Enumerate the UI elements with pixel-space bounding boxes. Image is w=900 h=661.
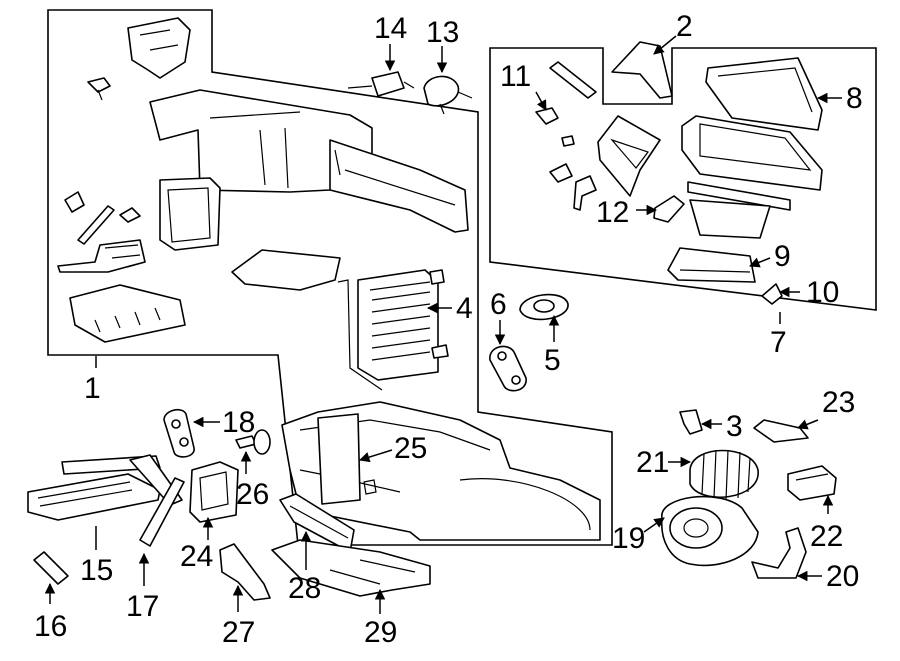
bracket-part [127, 17, 191, 79]
leader-11 [535, 91, 547, 111]
bracket-part-23 [753, 419, 809, 443]
callout-15: 15 [80, 554, 113, 587]
seal-part-18 [163, 408, 195, 458]
callout-12: 12 [596, 196, 629, 229]
leader-9 [749, 257, 771, 268]
motor-part-13 [423, 75, 473, 115]
leader-19 [643, 517, 665, 533]
leader-25 [358, 449, 393, 463]
callout-26: 26 [236, 478, 269, 511]
callout-11: 11 [500, 60, 531, 93]
filter-frame-part [159, 177, 221, 251]
callout-22: 22 [810, 520, 843, 553]
resistor-part-22 [787, 465, 837, 501]
module-part-24 [189, 461, 239, 523]
callout-25: 25 [394, 432, 427, 465]
blower-wheel-part-21 [689, 449, 759, 501]
callout-14: 14 [374, 12, 407, 45]
vacuum-actuator-part-14 [347, 71, 415, 97]
callout-13: 13 [426, 16, 459, 49]
callout-28: 28 [288, 572, 321, 605]
callout-17: 17 [126, 590, 159, 623]
seal-part-6 [489, 345, 527, 392]
grommet-part-5 [519, 293, 569, 321]
link-arm-part [549, 61, 597, 99]
callout-24: 24 [180, 540, 213, 573]
recirc-door-part-9 [667, 247, 756, 283]
bracket-part-27 [219, 543, 271, 601]
assembly-1-outline [47, 9, 613, 546]
callout-18: 18 [222, 406, 255, 439]
door-part [597, 115, 661, 197]
callout-1: 1 [84, 372, 101, 405]
callout-5: 5 [544, 344, 561, 377]
mount-bracket-part-2 [611, 41, 673, 99]
callout-9: 9 [774, 240, 791, 273]
callout-21: 21 [636, 446, 669, 479]
callout-27: 27 [222, 616, 255, 649]
callout-20: 20 [826, 560, 859, 593]
callout-10: 10 [806, 276, 839, 309]
drain-tray-part [69, 284, 186, 343]
callout-16: 16 [34, 610, 67, 643]
foam-seal-part-16 [33, 551, 69, 585]
small-clips-part [64, 191, 141, 245]
callout-2: 2 [676, 10, 693, 43]
filter-housing-part-8 [705, 57, 823, 131]
screw-part-11 [535, 107, 575, 147]
leader-2 [653, 35, 677, 55]
heater-core-part-4 [337, 269, 449, 391]
callout-6: 6 [490, 288, 507, 321]
lever-parts [549, 163, 597, 211]
cooling-tube-part-20 [751, 527, 807, 579]
callout-7: 7 [770, 326, 787, 359]
blower-motor-part-19 [660, 495, 759, 567]
main-heater-duct-part [149, 89, 469, 233]
callout-23: 23 [822, 386, 855, 419]
callout-4: 4 [456, 292, 473, 325]
clip-part-3 [679, 409, 703, 435]
door-panel-part [231, 249, 341, 291]
actuator-part-12 [653, 195, 685, 223]
clip-part-10 [761, 283, 783, 305]
air-inlet-case-part [681, 115, 823, 239]
callout-3: 3 [726, 410, 743, 443]
floor-duct-part-29 [271, 539, 431, 597]
actuator-part [57, 239, 146, 273]
screw-part-top [87, 77, 111, 101]
callout-8: 8 [846, 82, 863, 115]
assembly-7-outline [489, 47, 877, 311]
filter-part-28 [279, 493, 355, 553]
callout-19: 19 [612, 522, 645, 555]
leader-23 [797, 419, 819, 430]
sensor-part-26 [235, 429, 271, 455]
gasket-part-17 [139, 477, 185, 547]
callout-29: 29 [364, 616, 397, 649]
